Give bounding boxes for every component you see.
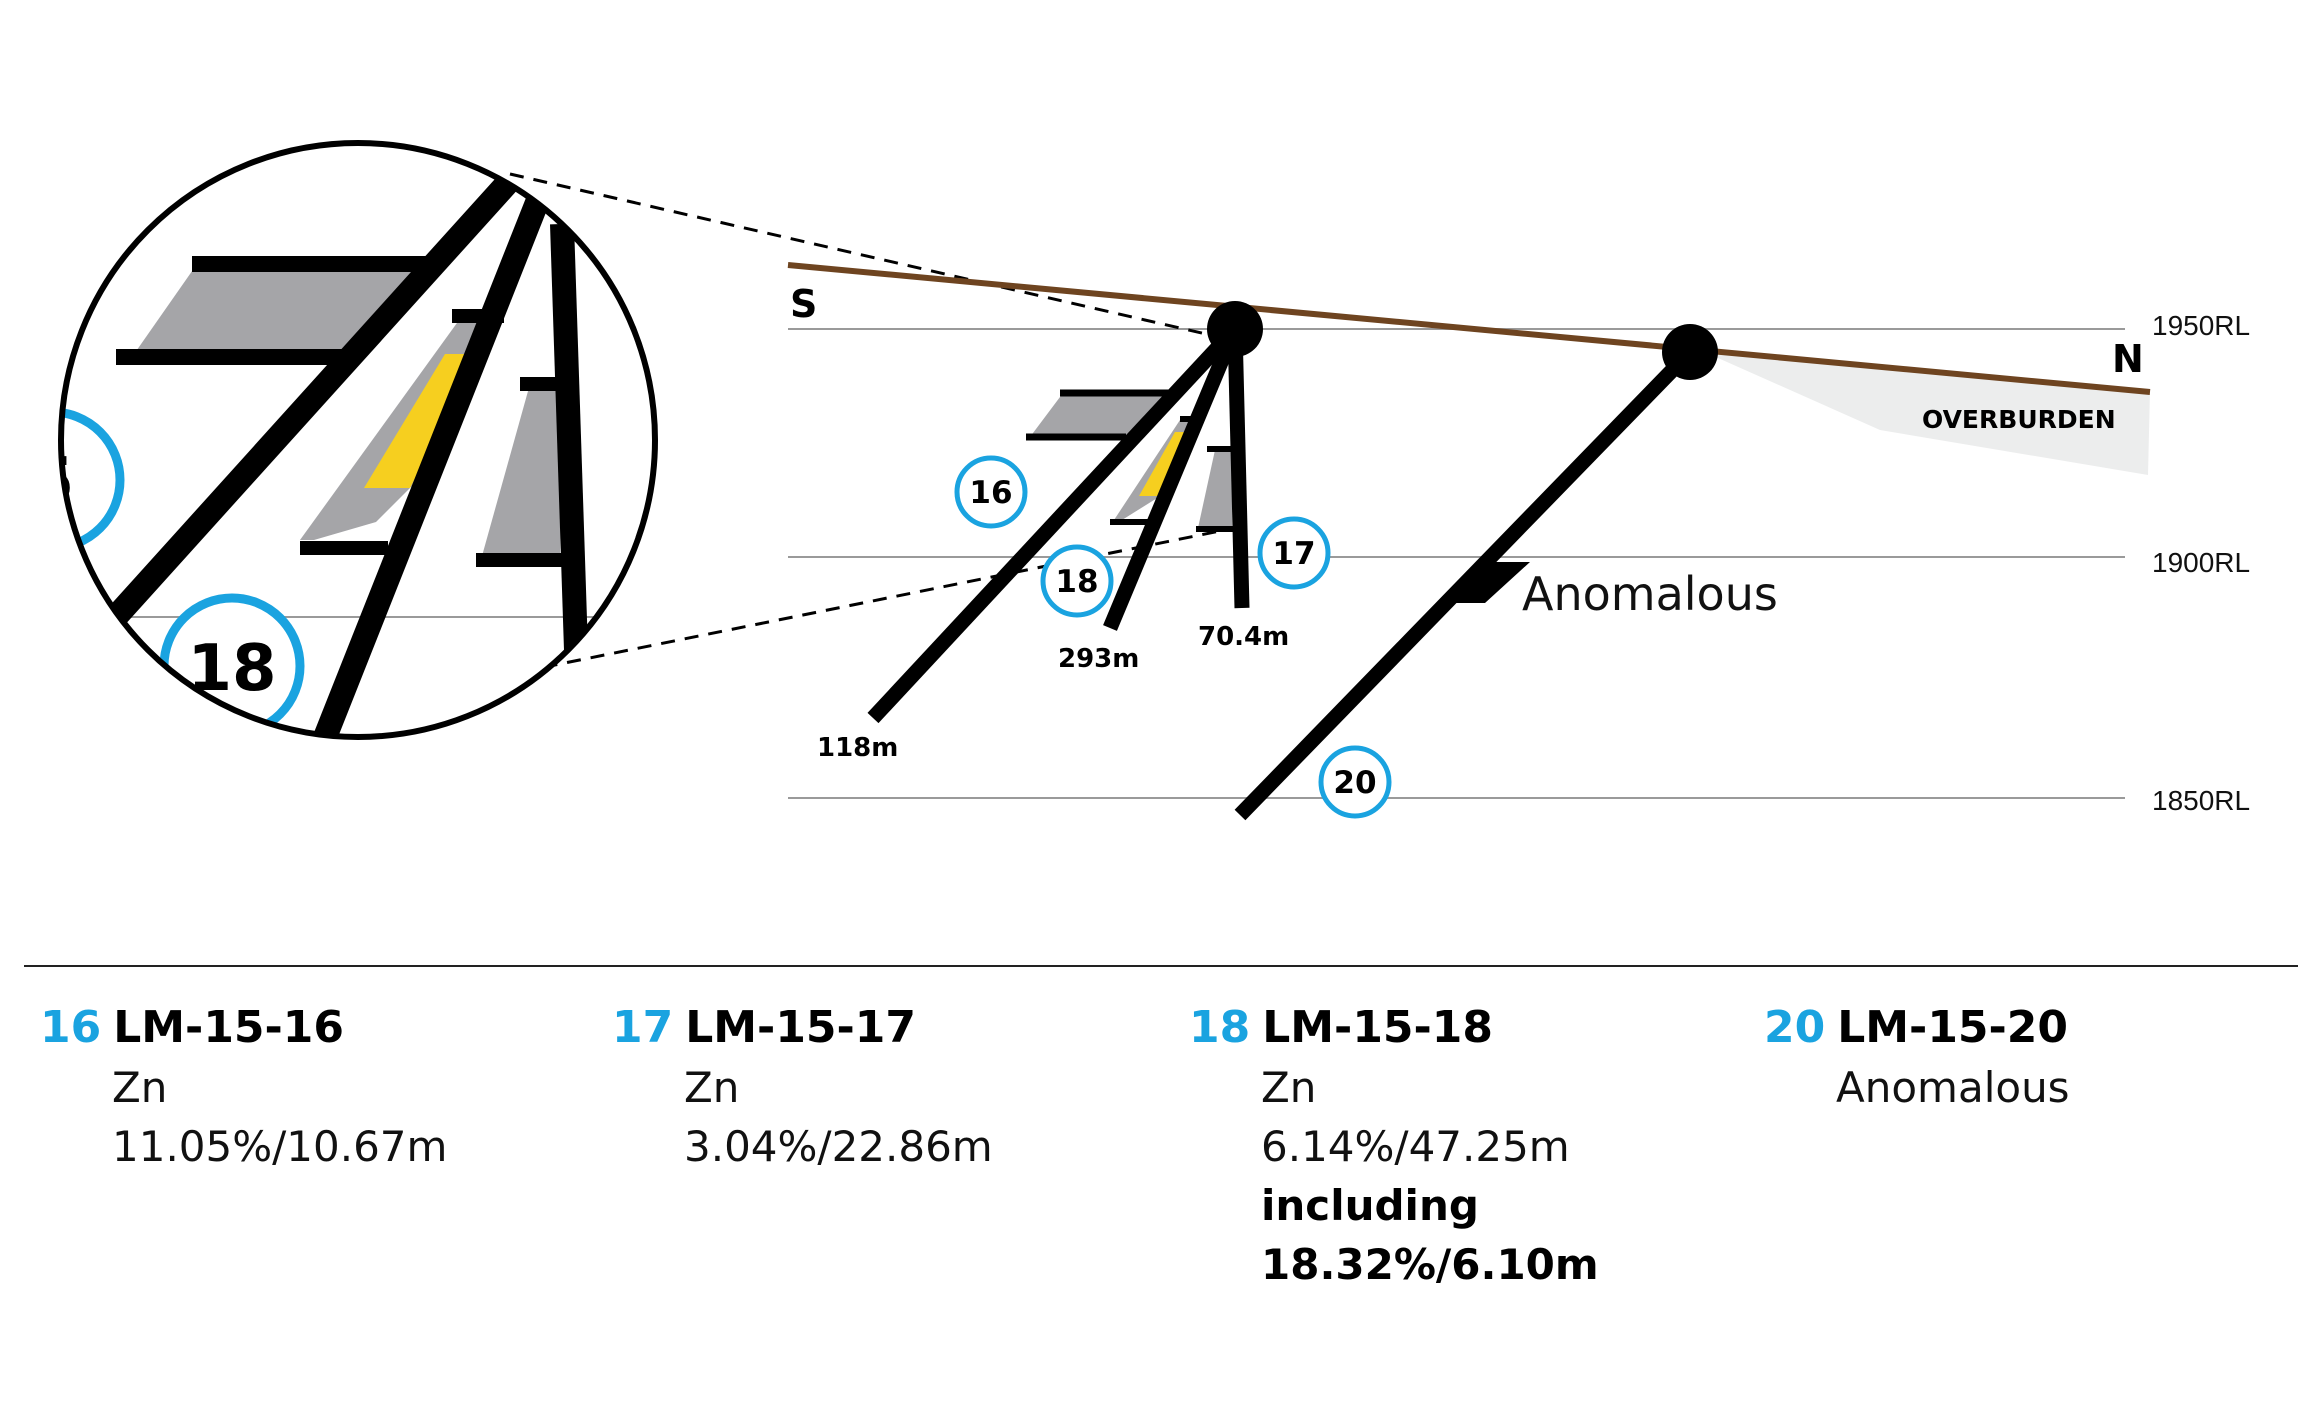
hole-marker-18: 18 [1040,544,1114,618]
hole-marker-label: 18 [1055,564,1098,600]
legend-hole-name: LM-15-18 [1262,1002,1494,1053]
legend-element: Zn [684,1063,740,1112]
legend-including-result: 18.32%/6.10m [1261,1240,1599,1289]
hole-marker-label: 20 [1333,765,1376,801]
legend-number: 18 [1189,1002,1251,1053]
legend-hole-name: LM-15-20 [1837,1002,2069,1053]
legend-result: Anomalous [1836,1063,2070,1112]
hole-marker-17: 17 [1257,516,1331,590]
level-label-1850: 1850RL [2152,785,2250,816]
legend-including: including [1261,1181,1479,1230]
zoom-inset: 5 18 [58,140,658,740]
collar-1 [1207,301,1263,357]
zoom-mineralized-zone [364,354,478,488]
drill-hole-20 [1234,346,1696,821]
legend-number: 16 [40,1002,102,1053]
zoom-inset-border [58,140,658,740]
surface-line [787,262,2151,395]
zoom-drill-hole-18 [304,195,550,737]
legend-number: 17 [612,1002,674,1053]
hole-marker-20: 20 [1318,745,1392,819]
legend-element: Zn [112,1063,168,1112]
zoom-intercept-gray-3 [482,384,562,556]
zoom-drill-hole-17 [550,223,588,651]
intercept-gray-3 [1198,450,1232,528]
hole-marker-label: 17 [1272,536,1315,572]
legend-result: 6.14%/47.25m [1261,1122,1570,1171]
legend-result: 11.05%/10.67m [112,1122,448,1171]
legend-element: Zn [1261,1063,1317,1112]
hole-marker-label: 16 [969,475,1012,511]
legend-result: 3.04%/22.86m [684,1122,993,1171]
cross-section-diagram: 1950RL 1900RL 1850RL OVERBURDEN S N Anom… [58,140,2250,821]
drill-hole-18 [1103,326,1242,631]
depth-label-17: 70.4m [1198,622,1289,652]
anomalous-label: Anomalous [1522,567,1778,621]
legend-hole-name: LM-15-17 [685,1002,917,1053]
level-label-1950: 1950RL [2152,310,2250,341]
level-label-1900: 1900RL [2152,547,2250,578]
overburden-label: OVERBURDEN [1922,405,2116,434]
legend-hole-name: LM-15-16 [113,1002,345,1053]
depth-label-16: 118m [817,733,898,763]
collar-2 [1662,324,1718,380]
drill-hole-17 [1227,328,1250,609]
direction-north: N [2112,337,2144,381]
depth-label-18: 293m [1058,644,1139,674]
legend-divider [24,965,2298,967]
anomalous-flag [1450,562,1530,603]
direction-south: S [790,282,817,326]
zoom-connector-top [509,172,1233,342]
drill-hole-16 [867,323,1241,724]
zoom-drill-hole-16 [86,169,521,649]
legend-number: 20 [1764,1002,1826,1053]
zoom-hole-marker-partial [61,407,125,553]
hole-marker-16: 16 [954,455,1028,529]
